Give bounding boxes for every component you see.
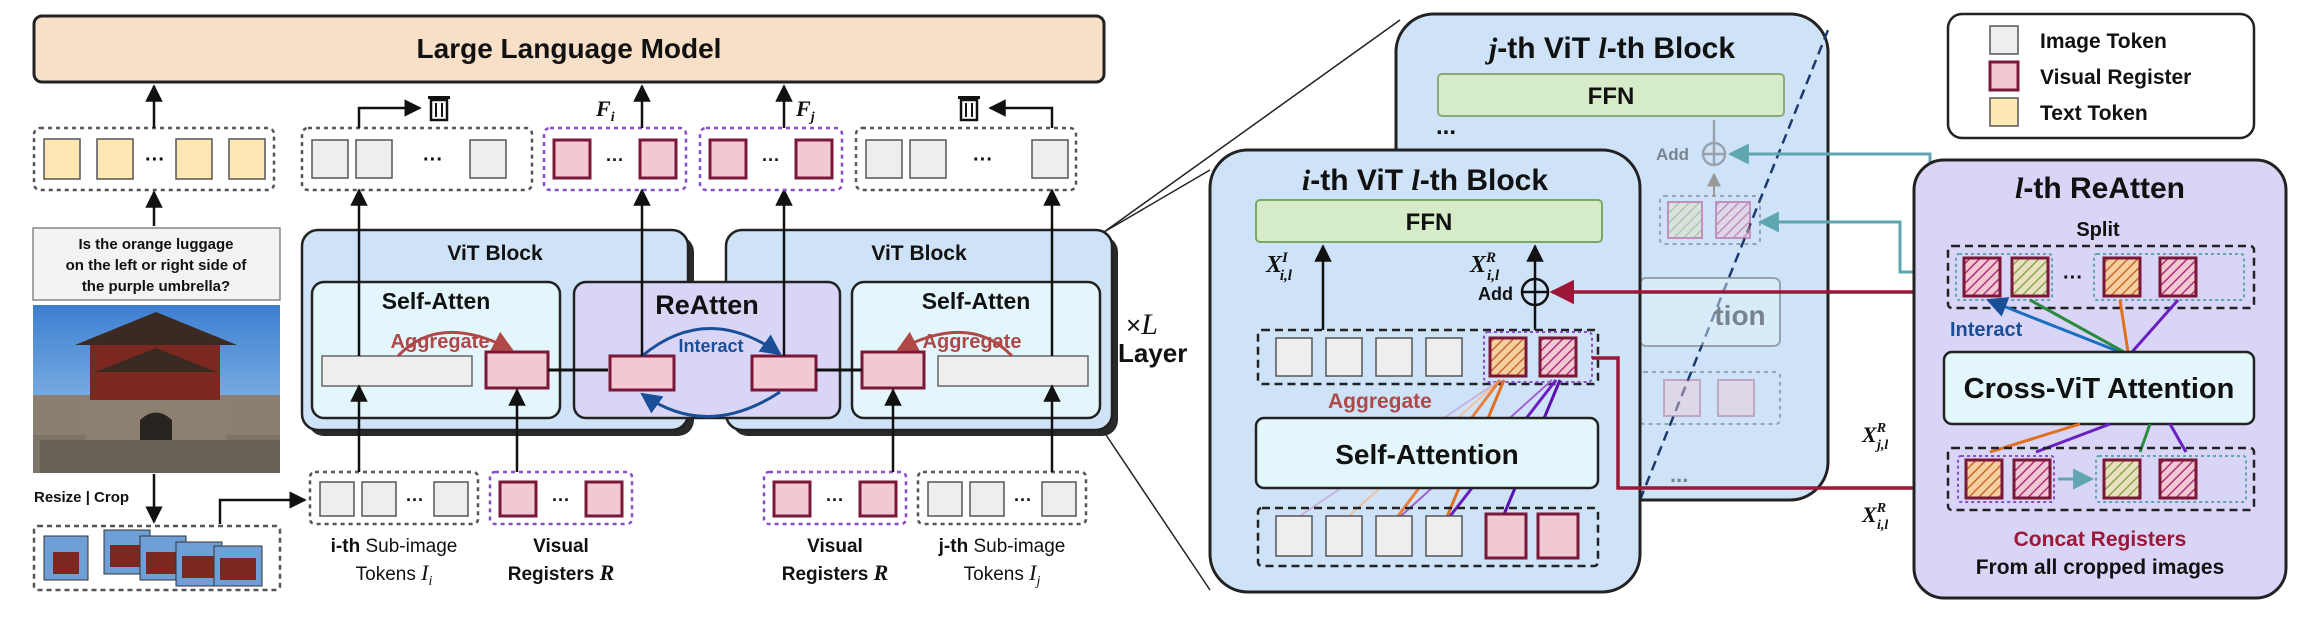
svg-text:Tokens Ii: Tokens Ii <box>356 560 433 589</box>
legend: Image Token Visual Register Text Token <box>1946 12 2256 140</box>
svg-text:Tokens Ij: Tokens Ij <box>964 560 1041 589</box>
svg-text:FFN: FFN <box>1588 83 1635 110</box>
svg-text:···: ··· <box>423 149 443 171</box>
svg-text:Layer: Layer <box>1118 338 1187 368</box>
feature-fi-label: Fi <box>595 96 615 125</box>
jth-label: j-th Sub-image Tokens Ij <box>938 536 1066 589</box>
svg-text:on the left or right side of: on the left or right side of <box>66 257 248 274</box>
svg-text:From all cropped images: From all cropped images <box>1976 556 2225 579</box>
svg-text:Interact: Interact <box>678 336 743 356</box>
svg-text:tion: tion <box>1714 300 1765 331</box>
svg-text:i-th ViT l-th Block: i-th ViT l-th Block <box>1302 164 1548 197</box>
legend-image-token: Image Token <box>2040 30 2167 53</box>
svg-text:Add: Add <box>1656 145 1689 164</box>
svg-text:ViT Block: ViT Block <box>871 242 967 265</box>
svg-text:Visual: Visual <box>533 536 589 557</box>
llm-title: Large Language Model <box>417 33 722 64</box>
svg-text:ReAtten: ReAtten <box>655 290 759 320</box>
svg-text:Self-Attention: Self-Attention <box>1335 439 1519 470</box>
feature-fj-label: Fj <box>795 96 815 125</box>
svg-text:Add: Add <box>1478 284 1513 304</box>
svg-text:ViT Block: ViT Block <box>447 242 543 265</box>
svg-text:Visual: Visual <box>807 536 863 557</box>
top-ith-tokens: ··· <box>300 126 534 192</box>
svg-text:l-th ReAtten: l-th ReAtten <box>2015 172 2185 205</box>
svg-text:Interact: Interact <box>1950 319 2023 341</box>
ith-label: i-th Sub-image Tokens Ii <box>331 536 458 589</box>
top-jth-tokens: ··· <box>854 126 1078 192</box>
visual-registers-left: ··· <box>488 470 634 526</box>
vr-label-right: Visual Registers R <box>782 536 889 585</box>
svg-text:Registers R: Registers R <box>508 560 615 585</box>
svg-text:j-th Sub-image: j-th Sub-image <box>938 536 1066 557</box>
svg-text:···: ··· <box>606 150 624 170</box>
svg-text:···: ··· <box>406 490 424 510</box>
svg-text:···: ··· <box>826 490 844 510</box>
jth-subimage-tokens: ··· <box>916 470 1088 526</box>
question-box: Is the orange luggage on the left or rig… <box>32 227 281 301</box>
legend-visual-register: Visual Register <box>2040 66 2191 89</box>
svg-text:Resize | Crop: Resize | Crop <box>34 489 129 506</box>
input-photo <box>33 305 280 473</box>
svg-text:Aggregate: Aggregate <box>391 331 490 353</box>
svg-text:Aggregate: Aggregate <box>1328 390 1432 413</box>
svg-text:Self-Atten: Self-Atten <box>922 288 1031 314</box>
layer-repeat-label: ×L Layer <box>1118 308 1187 368</box>
legend-text-token: Text Token <box>2040 102 2148 125</box>
svg-text:...: ... <box>1670 462 1688 487</box>
top-registers-fi: ··· <box>542 126 688 192</box>
cropped-images <box>32 524 282 592</box>
lth-reatten-panel: l-th ReAtten Split ··· Interact Cross-Vi… <box>1912 158 2288 600</box>
svg-text:Aggregate: Aggregate <box>923 331 1022 353</box>
svg-text:···: ··· <box>1014 490 1032 510</box>
svg-text:···: ··· <box>762 150 780 170</box>
ith-subimage-tokens: ··· <box>308 470 480 526</box>
self-atten-right: Self-Atten Aggregate <box>850 280 1102 420</box>
svg-text:Registers R: Registers R <box>782 560 889 585</box>
svg-text:i-th Sub-image: i-th Sub-image <box>331 536 458 557</box>
svg-text:the purple umbrella?: the purple umbrella? <box>82 278 230 295</box>
svg-text:Split: Split <box>2076 219 2120 241</box>
svg-text:...: ... <box>1436 113 1456 140</box>
svg-text:···: ··· <box>145 149 165 171</box>
svg-text:j-th ViT l-th Block: j-th ViT l-th Block <box>1485 32 1735 65</box>
svg-text:···: ··· <box>2063 267 2083 289</box>
trash-icon-right <box>958 96 980 122</box>
svg-text:···: ··· <box>552 490 570 510</box>
svg-text:Is the orange luggage: Is the orange luggage <box>78 236 233 253</box>
trash-icon <box>428 96 450 122</box>
svg-text:Cross-ViT Attention: Cross-ViT Attention <box>1964 373 2235 405</box>
svg-text:×L: ×L <box>1126 308 1158 341</box>
svg-text:···: ··· <box>973 149 993 171</box>
self-atten-left: Self-Atten Aggregate <box>310 280 562 420</box>
visual-registers-right: ··· <box>762 470 908 526</box>
svg-text:Self-Atten: Self-Atten <box>382 288 491 314</box>
svg-text:Concat Registers: Concat Registers <box>2014 528 2187 551</box>
llm-box: Large Language Model <box>32 14 1106 84</box>
top-registers-fj: ··· <box>698 126 844 192</box>
svg-text:FFN: FFN <box>1406 209 1453 236</box>
text-tokens: ··· <box>32 126 276 192</box>
vr-label-left: Visual Registers R <box>508 536 615 585</box>
reatten-center: ReAtten Interact <box>572 280 842 420</box>
svg-text:XRi,l: XRi,l <box>1469 250 1500 284</box>
svg-text:XIi,l: XIi,l <box>1265 250 1293 284</box>
